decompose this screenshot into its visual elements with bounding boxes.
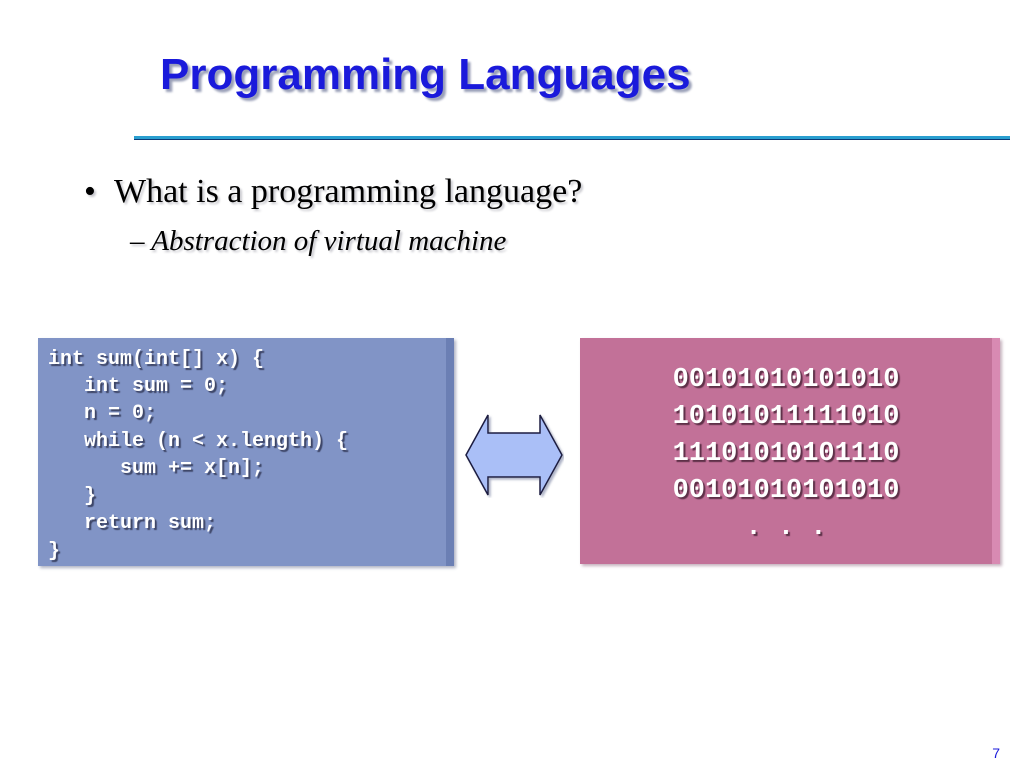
code-line: } <box>48 485 97 508</box>
title-divider <box>134 136 1010 140</box>
binary-ellipsis: . . . <box>745 513 827 543</box>
binary-line: 00101010101010 <box>672 365 900 395</box>
binary-line: 10101011111010 <box>672 402 900 432</box>
code-line: n = 0; <box>48 402 157 425</box>
code-line: int sum = 0; <box>48 375 229 398</box>
bullet-marker: • <box>84 173 96 210</box>
slide-title: Programming Languages <box>160 50 691 99</box>
code-line: sum += x[n]; <box>48 457 265 480</box>
code-line: return sum; <box>48 512 217 535</box>
sub-bullet-text: – Abstraction of virtual machine <box>130 225 507 257</box>
code-line: } <box>48 540 61 563</box>
double-headed-arrow-icon <box>465 414 563 496</box>
code-line: while (n < x.length) { <box>48 430 349 453</box>
bullet-text: What is a programming language? <box>114 173 583 210</box>
code-line: int sum(int[] x) { <box>48 348 265 371</box>
binary-line: 00101010101010 <box>672 476 900 506</box>
machine-code-box: 00101010101010 10101011111010 1110101010… <box>580 338 1000 564</box>
sub-bullet-item: – Abstraction of virtual machine <box>130 222 506 260</box>
binary-line: 11101010101110 <box>672 439 900 469</box>
source-code-box: int sum(int[] x) { int sum = 0; n = 0; w… <box>38 338 454 566</box>
bullet-item: • What is a programming language? <box>84 170 582 214</box>
page-number: 7 <box>992 745 1000 761</box>
